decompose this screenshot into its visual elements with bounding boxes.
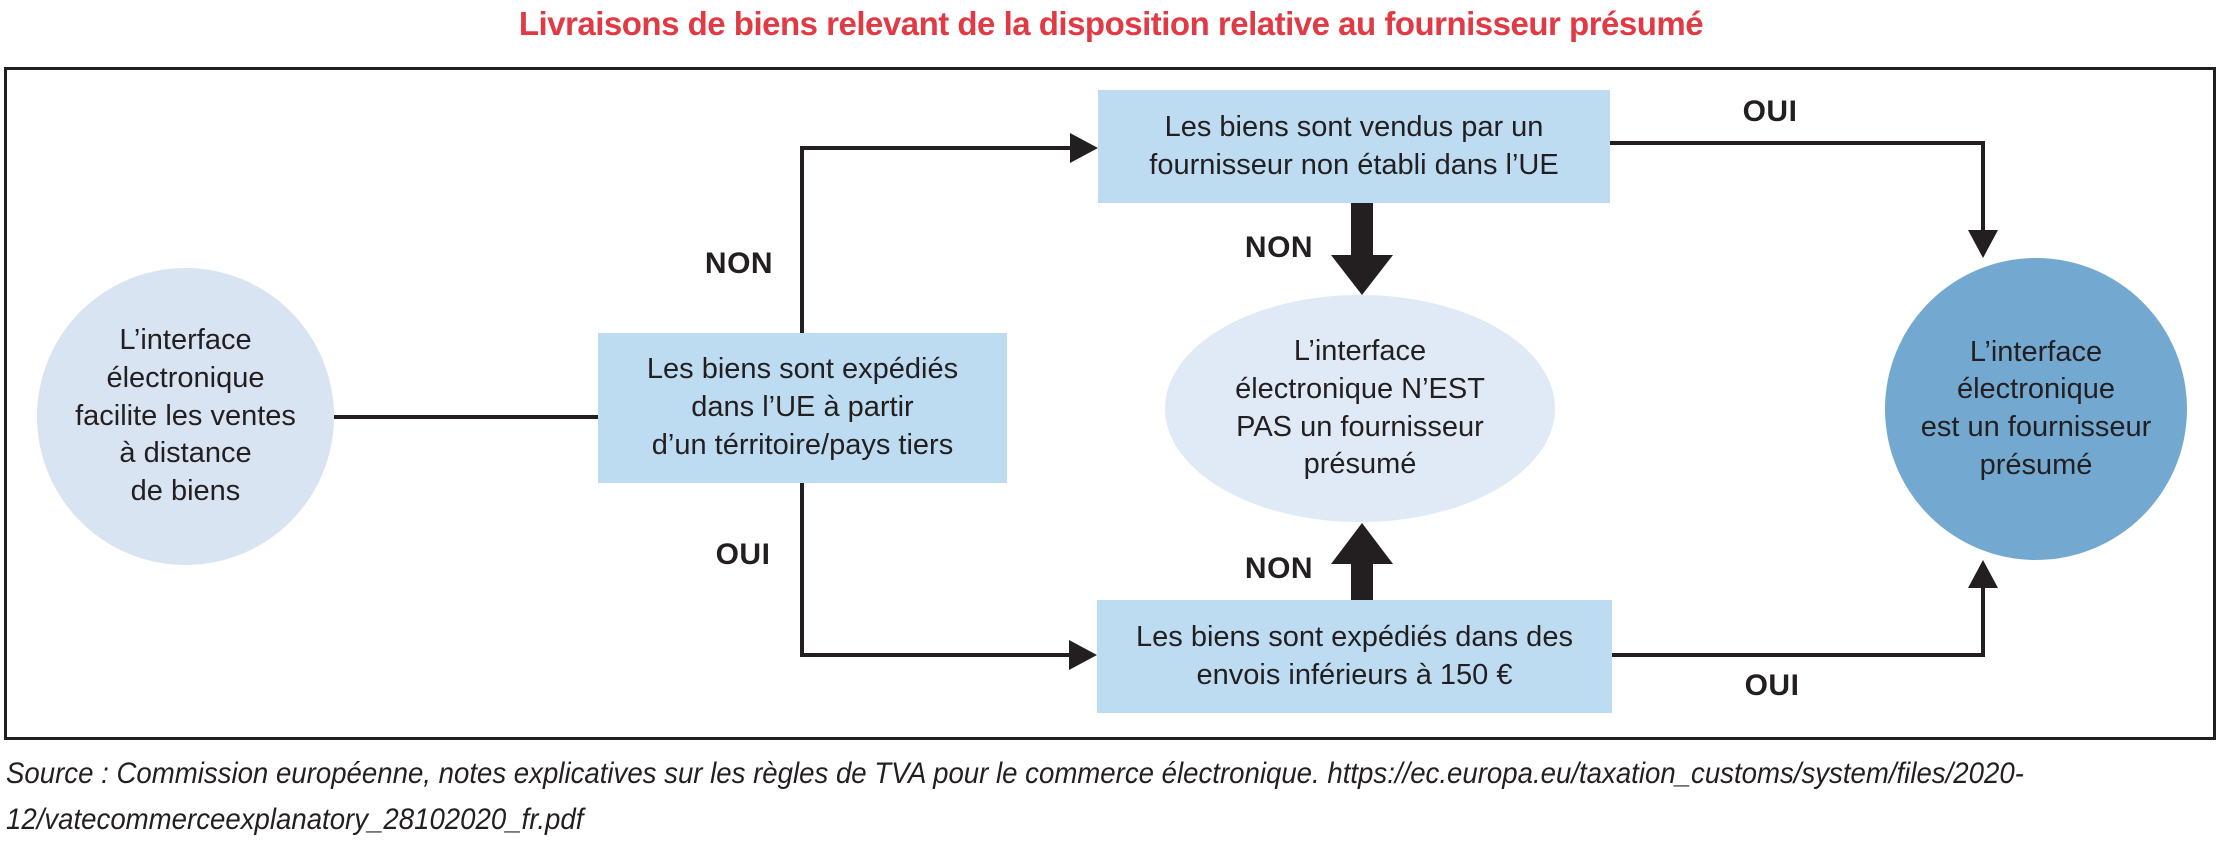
node-text: L’interface électronique est un fourniss… bbox=[1920, 335, 2152, 481]
node-goods-sold-by-non-eu-supplier: Les biens sont vendus par un fournisseur… bbox=[1098, 90, 1610, 203]
node-text: L’interface électronique N’EST PAS un fo… bbox=[1235, 335, 1485, 481]
node-interface-facilitates-sales: L’interface électronique facilite les ve… bbox=[37, 268, 334, 565]
node-text: Les biens sont vendus par un fournisseur… bbox=[1149, 110, 1559, 181]
label-non-vendor: NON bbox=[1244, 231, 1314, 264]
diagram-title: Livraisons de biens relevant de la dispo… bbox=[518, 5, 1704, 42]
node-text: Les biens sont expédiés dans l’UE à part… bbox=[646, 353, 959, 461]
node-goods-shipped-from-third-country: Les biens sont expédiés dans l’UE à part… bbox=[598, 333, 1007, 483]
label-non-consignment: NON bbox=[1244, 552, 1314, 585]
label-non-branch-up: NON bbox=[704, 247, 774, 280]
node-text: Les biens sont expédiés dans des envois … bbox=[1136, 620, 1573, 691]
source-citation: Source : Commission européenne, notes ex… bbox=[6, 757, 2024, 836]
label-oui-consignment: OUI bbox=[1744, 669, 1800, 702]
node-interface-not-deemed-supplier: L’interface électronique N’EST PAS un fo… bbox=[1165, 295, 1555, 522]
node-interface-is-deemed-supplier: L’interface électronique est un fourniss… bbox=[1885, 258, 2187, 560]
node-text: L’interface électronique facilite les ve… bbox=[75, 324, 296, 508]
node-consignments-under-150: Les biens sont expédiés dans des envois … bbox=[1097, 600, 1612, 713]
label-oui-branch-down: OUI bbox=[715, 538, 771, 571]
label-oui-vendor: OUI bbox=[1742, 95, 1798, 128]
